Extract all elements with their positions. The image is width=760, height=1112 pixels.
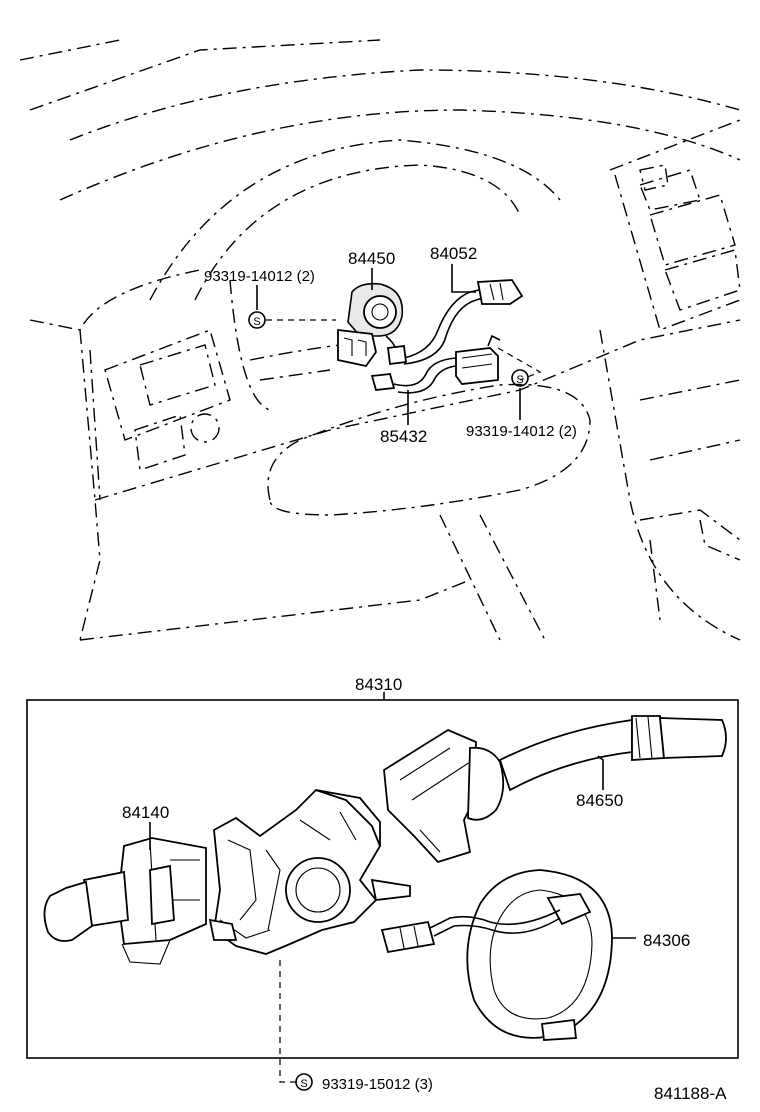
label-screw-right: 93319-14012 (2) (466, 423, 577, 440)
spiral-cable-part (380, 869, 613, 1041)
switch-base-part (208, 788, 411, 955)
label-assembly: 84310 (355, 675, 402, 694)
upper-leader-lines (256, 264, 542, 425)
label-key-warning-switch: 84052 (430, 244, 477, 263)
dashboard-outline (19, 39, 741, 641)
screw-symbol-upper-left: S (248, 311, 266, 329)
label-spiral-cable: 84306 (643, 931, 690, 950)
wiper-switch-part (383, 715, 727, 864)
screw-symbol-text: S (253, 316, 260, 328)
screw-symbol-text: S (300, 1078, 307, 1090)
label-relay-harness: 85432 (380, 427, 427, 446)
label-ignition-switch: 84450 (348, 249, 395, 268)
light-switch-part (43, 837, 207, 965)
figure-code: 841188-A (654, 1084, 727, 1103)
screw-symbol-upper-right: S (511, 369, 529, 387)
assembly-bracket (26, 692, 739, 1059)
label-screw-left: 93319-14012 (2) (204, 268, 315, 285)
label-wiper-switch: 84650 (576, 791, 623, 810)
screw-symbol-bottom: S (295, 1073, 313, 1091)
label-light-switch: 84140 (122, 803, 169, 822)
lower-leader-lines (149, 755, 636, 1083)
screw-symbol-text: S (516, 374, 523, 386)
key-warning-switch-part (386, 279, 524, 366)
relay-harness-part (370, 334, 501, 394)
label-screw-bottom: 93319-15012 (3) (322, 1076, 433, 1093)
